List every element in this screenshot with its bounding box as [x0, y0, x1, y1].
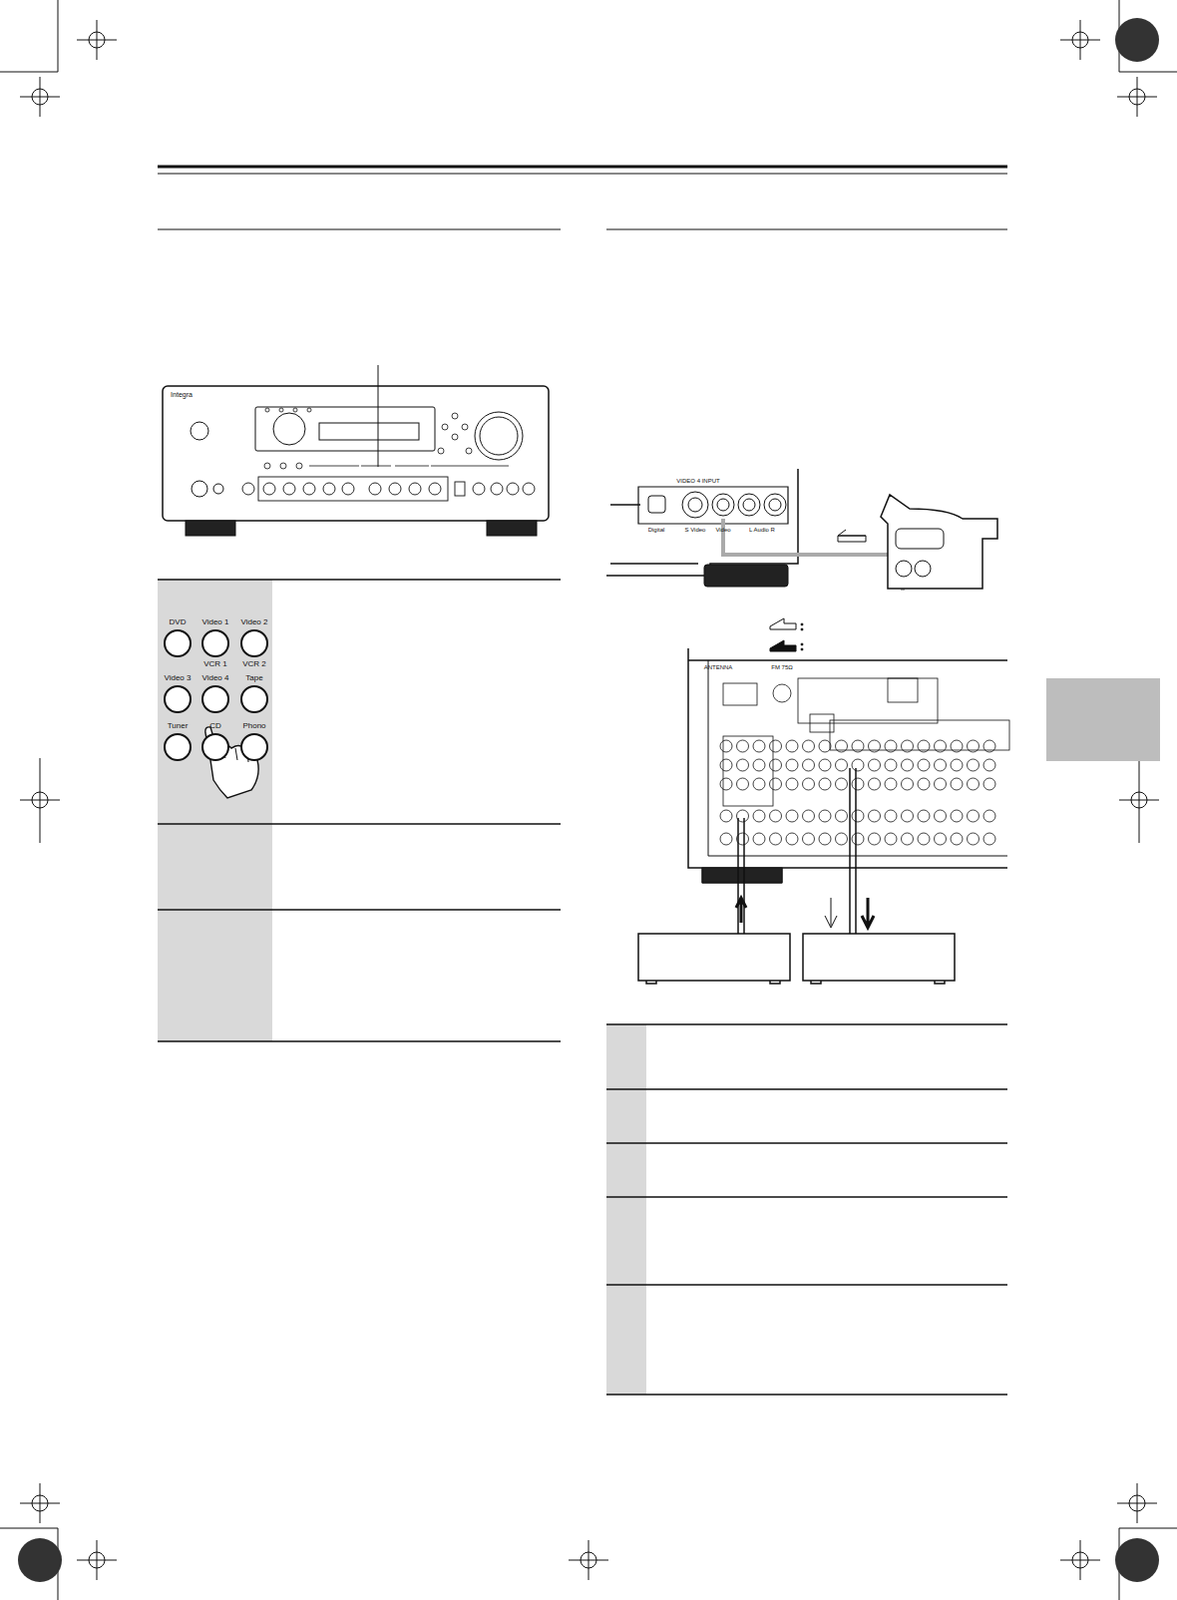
panel-label: Digital: [648, 525, 666, 534]
button-label: VCR 2: [242, 659, 267, 670]
button-circle: [201, 685, 230, 714]
input-button: Video 3: [163, 673, 192, 716]
input-button: Tuner: [163, 721, 192, 764]
button-label: VCR 1: [203, 659, 228, 670]
panel-label: Integra: [170, 391, 193, 399]
input-button: Tape: [240, 673, 269, 716]
button-label: Video 2: [241, 617, 269, 628]
button-circle: [240, 733, 269, 762]
panel-label: FM 75Ω: [771, 663, 793, 672]
button-circle: [163, 629, 192, 658]
button-circle: [240, 629, 269, 658]
input-button: Video 1 VCR 1: [201, 617, 230, 670]
input-button: Video 4: [201, 673, 230, 716]
panel-label: S Video: [685, 525, 707, 534]
panel-label: ANTENNA: [704, 663, 734, 672]
button-label: Video 4: [202, 673, 230, 684]
button-label: DVD: [169, 617, 187, 628]
panel-label: L Audio R: [749, 525, 776, 534]
button-circle: [201, 733, 230, 762]
button-label: Tape: [245, 673, 263, 684]
input-button: DVD: [163, 617, 192, 660]
button-circle: [240, 685, 269, 714]
button-label: Video 1: [202, 617, 230, 628]
button-label: CD: [209, 721, 222, 732]
input-button: Phono: [240, 721, 269, 764]
input-button: CD: [201, 721, 230, 764]
button-circle: [201, 629, 230, 658]
button-circle: [163, 685, 192, 714]
panel-label: Video: [715, 525, 731, 534]
panel-label: VIDEO 4 INPUT: [676, 476, 720, 485]
button-label: Video 3: [164, 673, 192, 684]
button-circle: [163, 733, 192, 762]
button-label: Tuner: [167, 721, 189, 732]
input-button: Video 2 VCR 2: [240, 617, 269, 670]
button-label: Phono: [242, 721, 266, 732]
